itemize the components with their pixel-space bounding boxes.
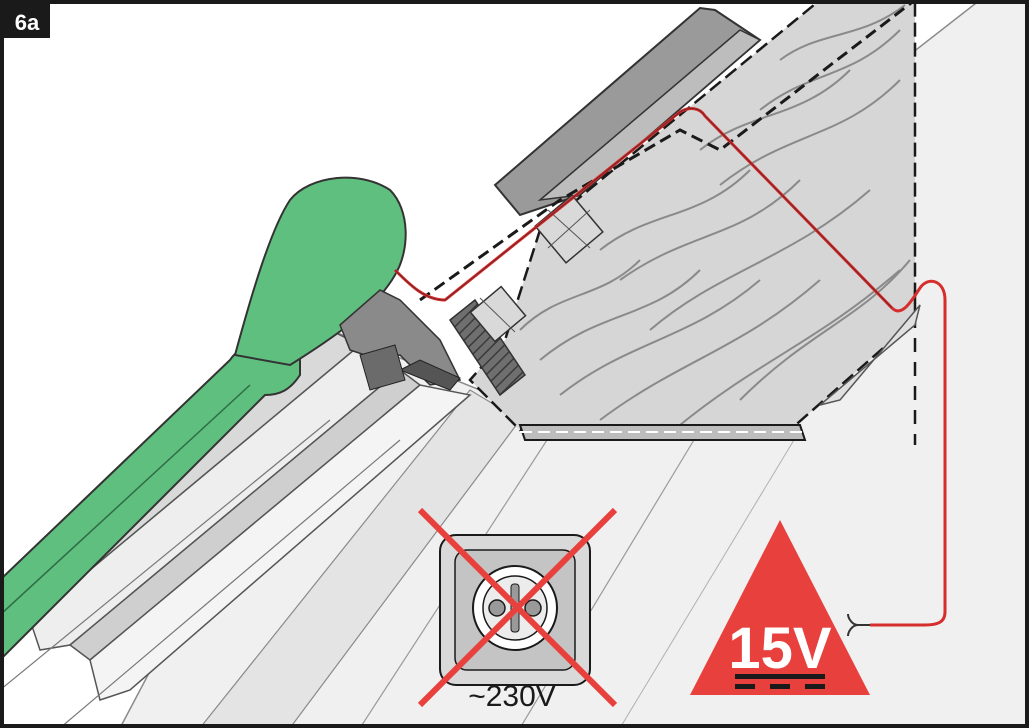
mounting-bracket: [339, 289, 462, 391]
roof-flashing: [493, 6, 762, 217]
insulation-panel: [468, 4, 917, 441]
prohibited-socket-icon: ~230V: [417, 507, 618, 713]
vapour-barrier: [419, 4, 913, 302]
exterior-cladding: [819, 304, 921, 406]
sealing-strip: [448, 298, 527, 397]
figure-label: 6a: [15, 10, 40, 35]
window-frame-profile: [4, 329, 472, 724]
figure-label-badge: 6a: [4, 4, 50, 38]
warning-triangle-dc-icon: 15V: [690, 520, 870, 695]
cable-connector-icon: [847, 613, 870, 637]
support-batten: [469, 194, 604, 343]
socket-voltage-label: ~230V: [468, 680, 556, 713]
warning-voltage-label: 15V: [728, 616, 832, 681]
